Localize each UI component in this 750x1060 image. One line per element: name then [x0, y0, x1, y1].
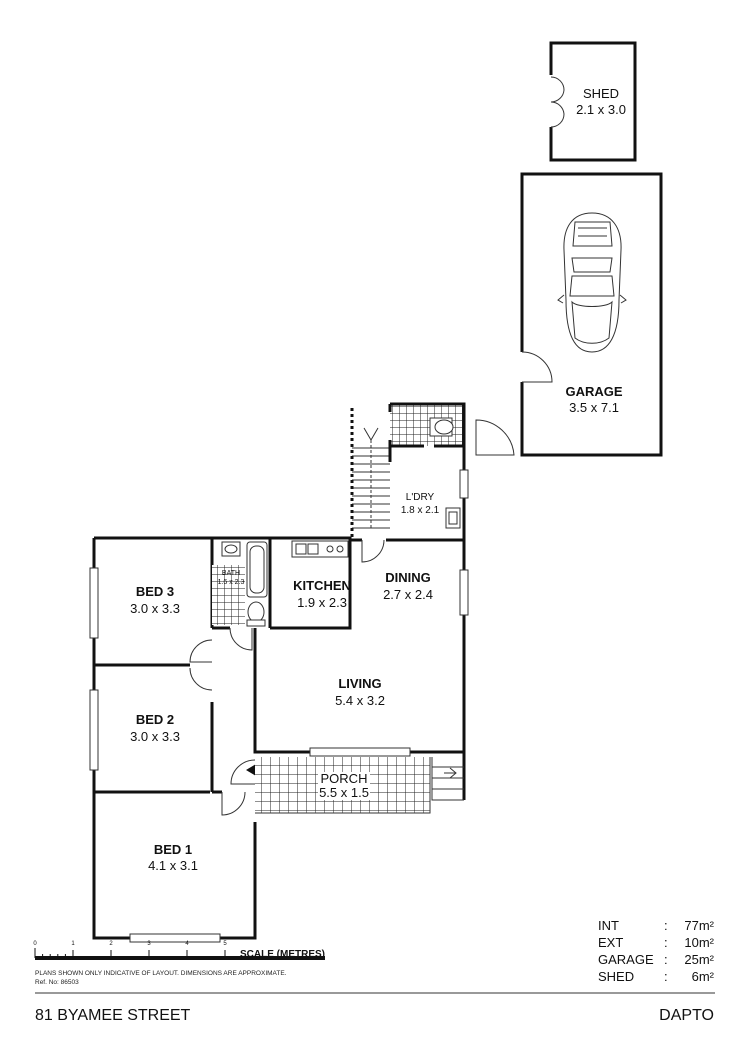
- bath-label: BATH: [222, 570, 240, 577]
- porch-label: PORCH: [321, 771, 368, 786]
- scale-tick-label: 1: [71, 941, 75, 947]
- car-icon: [557, 212, 627, 353]
- shed-dims: 2.1 x 3.0: [576, 102, 626, 117]
- bed3-dims: 3.0 x 3.3: [130, 601, 180, 616]
- area-sep: :: [664, 969, 668, 984]
- area-row: INT : 77m²: [0, 918, 750, 934]
- living-dims: 5.4 x 3.2: [335, 693, 385, 708]
- area-label: GARAGE: [598, 952, 654, 967]
- garage-dims: 3.5 x 7.1: [569, 400, 619, 415]
- stairs: [350, 408, 390, 540]
- scale-tick-label: 0: [33, 941, 37, 947]
- area-row: GARAGE : 25m²: [0, 952, 750, 968]
- suburb-name: DAPTO: [659, 1007, 714, 1024]
- area-value: 25m²: [684, 952, 714, 967]
- laundry-dims: 1.8 x 2.1: [401, 505, 440, 516]
- garage: GARAGE 3.5 x 7.1: [475, 172, 663, 457]
- area-row: SHED : 6m²: [0, 969, 750, 985]
- bed1-label: BED 1: [154, 842, 192, 857]
- scale-tick-label: 3: [147, 941, 151, 947]
- disclaimer-note: PLANS SHOWN ONLY INDICATIVE OF LAYOUT. D…: [35, 970, 287, 977]
- area-value: 10m²: [684, 935, 714, 950]
- bed2-label: BED 2: [136, 712, 174, 727]
- area-sep: :: [664, 918, 668, 933]
- kitchen-dims: 1.9 x 2.3: [297, 595, 347, 610]
- bath-dims: 1.6 x 2.3: [218, 579, 245, 586]
- scale-tick-label: 4: [185, 941, 189, 947]
- scale-tick-label: 2: [109, 941, 113, 947]
- shed: SHED 2.1 x 3.0: [546, 41, 637, 162]
- laundry-label: L'DRY: [406, 492, 435, 503]
- area-label: EXT: [598, 935, 624, 950]
- scale-tick-label: 5: [223, 941, 227, 947]
- ref-number: Ref. No: 86503: [35, 979, 79, 986]
- windows: [89, 469, 469, 943]
- kitchen-label: KITCHEN: [293, 578, 351, 593]
- area-value: 77m²: [684, 918, 714, 933]
- laundry: L'DRY 1.8 x 2.1: [350, 402, 466, 563]
- area-row: EXT : 10m²: [0, 935, 750, 951]
- property-address: 81 BYAMEE STREET: [35, 1007, 191, 1024]
- scale-label: SCALE (METRES): [240, 949, 325, 960]
- area-label: INT: [598, 918, 619, 933]
- living-label: LIVING: [338, 676, 381, 691]
- dining-dims: 2.7 x 2.4: [383, 587, 433, 602]
- bed3-label: BED 3: [136, 584, 174, 599]
- scale-bar: 0 1 2 3 4 5 SCALE (METRES) PLANS SHOWN O…: [33, 941, 325, 986]
- porch-dims: 5.5 x 1.5: [319, 785, 369, 800]
- bath: BATH 1.6 x 2.3: [212, 541, 268, 627]
- area-sep: :: [664, 935, 668, 950]
- area-sep: :: [664, 952, 668, 967]
- doors: [189, 627, 256, 816]
- garage-label: GARAGE: [565, 384, 622, 399]
- porch: PORCH 5.5 x 1.5: [255, 757, 464, 814]
- area-label: SHED: [598, 969, 635, 984]
- area-value: 6m²: [691, 969, 714, 984]
- bed2-dims: 3.0 x 3.3: [130, 729, 180, 744]
- bed1-dims: 4.1 x 3.1: [148, 858, 198, 873]
- kitchen: KITCHEN 1.9 x 2.3: [291, 540, 351, 610]
- shed-label: SHED: [583, 86, 619, 101]
- dining-label: DINING: [385, 570, 431, 585]
